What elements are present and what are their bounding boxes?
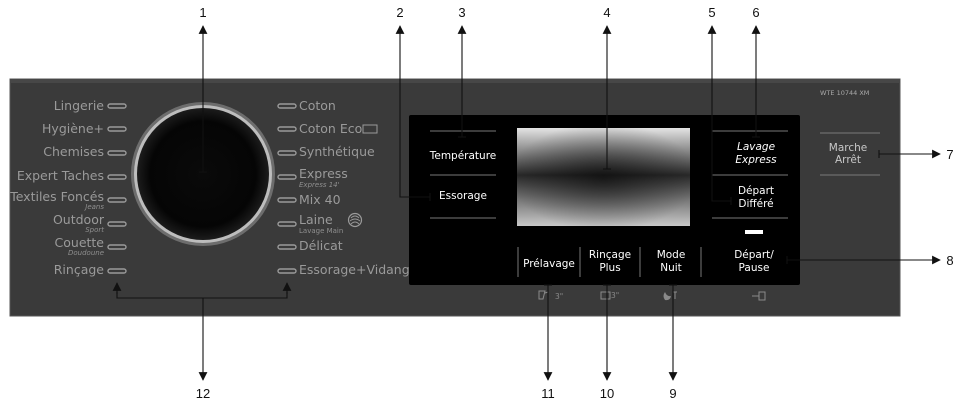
right-dividers (712, 130, 788, 219)
program-textiles-fonces: Textiles Foncés (9, 189, 104, 204)
rincage-plus-button-l2[interactable]: Plus (599, 262, 620, 274)
programs-left: Lingerie Hygiène+ Chemises Expert Taches… (9, 98, 127, 277)
callout-5: 5 (708, 5, 715, 20)
callout-leaders (112, 25, 941, 381)
temperature-button[interactable]: Température (429, 150, 497, 162)
marche-label: Marche (829, 142, 867, 154)
led-left-group (107, 103, 127, 274)
program-delicat: Délicat (299, 238, 343, 253)
program-laine-sub: Lavage Main (299, 227, 343, 235)
arret-label: Arrêt (835, 154, 861, 166)
callout-numbers: 1 2 3 4 5 6 7 8 9 10 11 12 (196, 5, 954, 401)
callout-7: 7 (946, 147, 953, 162)
led-essorage-vidange (277, 268, 297, 274)
model-label: WTE 10744 XM (820, 89, 869, 97)
lcd-screen (517, 128, 690, 226)
callout-8: 8 (946, 253, 953, 268)
program-express: Express (299, 166, 348, 181)
callout-9: 9 (669, 386, 676, 401)
mode-nuit-button-l1[interactable]: Mode (657, 249, 686, 261)
mode-nuit-button-l2[interactable]: Nuit (660, 262, 682, 274)
callout-1: 1 (199, 5, 206, 20)
rincage-symbol-icon: 3" (600, 291, 619, 300)
led-coton (277, 103, 297, 109)
program-coton-eco: Coton Eco (299, 121, 362, 136)
programs-right: Coton Coton Eco Synthétique Express Expr… (277, 98, 418, 277)
callout-6: 6 (752, 5, 759, 20)
bottom-dividers (517, 247, 702, 277)
led-laine (277, 221, 297, 227)
prelavage-button[interactable]: Prélavage (523, 258, 575, 270)
wool-icon (347, 212, 363, 228)
program-couette: Couette (55, 235, 105, 250)
power-button-area[interactable]: Marche Arrêt (820, 132, 880, 176)
depart-pause-button-l2[interactable]: Pause (739, 262, 770, 274)
callout-12: 12 (196, 386, 210, 401)
prelavage-time: 3" (555, 292, 563, 301)
callout-11: 11 (541, 386, 555, 401)
program-couette-sub: Doudoune (68, 249, 104, 257)
led-delicat (277, 244, 297, 250)
program-knob[interactable] (131, 102, 275, 246)
program-synthetique: Synthétique (299, 144, 375, 159)
program-laine: Laine (299, 212, 333, 227)
led-chemises (107, 150, 127, 156)
lavage-express-button-l1[interactable]: Lavage (737, 141, 775, 153)
led-couette (107, 244, 127, 250)
left-dividers (430, 130, 496, 219)
depart-pause-button-l1[interactable]: Départ/ (734, 249, 774, 261)
program-expert-taches: Expert Taches (17, 168, 104, 183)
program-textiles-fonces-sub: Jeans (83, 203, 104, 211)
led-rincage (107, 268, 127, 274)
led-outdoor (107, 221, 127, 227)
led-textiles-fonces (107, 197, 127, 203)
eco-box-icon (362, 124, 378, 134)
led-hygiene (107, 126, 127, 132)
led-synthetique (277, 150, 297, 156)
depart-differe-button-l1[interactable]: Départ (738, 185, 774, 197)
program-mix40: Mix 40 (299, 192, 341, 207)
led-mix40 (277, 197, 297, 203)
rincage-plus-button-l1[interactable]: Rinçage (589, 249, 631, 261)
led-coton-eco (277, 126, 297, 132)
program-outdoor-sub: Sport (85, 226, 104, 234)
program-rincage: Rinçage (54, 262, 105, 277)
program-lingerie: Lingerie (54, 98, 105, 113)
led-express (277, 174, 297, 180)
callout-3: 3 (458, 5, 465, 20)
program-essorage-vidange: Essorage+Vidange (299, 262, 418, 277)
program-coton: Coton (299, 98, 336, 113)
mode-nuit-symbol-icon (663, 291, 677, 301)
lavage-express-button-l2[interactable]: Express (735, 154, 777, 166)
led-right-group (277, 103, 297, 274)
callout-10: 10 (600, 386, 614, 401)
panel-bevel (10, 79, 900, 83)
callout-4: 4 (603, 5, 610, 20)
depart-differe-button-l2[interactable]: Différé (738, 198, 773, 210)
start-indicator-bar (745, 230, 763, 234)
program-express-sub: Express 14' (299, 181, 340, 189)
program-chemises: Chemises (43, 144, 104, 159)
led-expert-taches (107, 174, 127, 180)
essorage-button[interactable]: Essorage (439, 190, 487, 202)
rincage-time: 3" (611, 291, 619, 300)
program-hygiene: Hygiène+ (42, 121, 104, 136)
program-outdoor: Outdoor (53, 212, 105, 227)
child-lock-icon (752, 291, 766, 301)
callout-2: 2 (396, 5, 403, 20)
led-lingerie (107, 103, 127, 109)
